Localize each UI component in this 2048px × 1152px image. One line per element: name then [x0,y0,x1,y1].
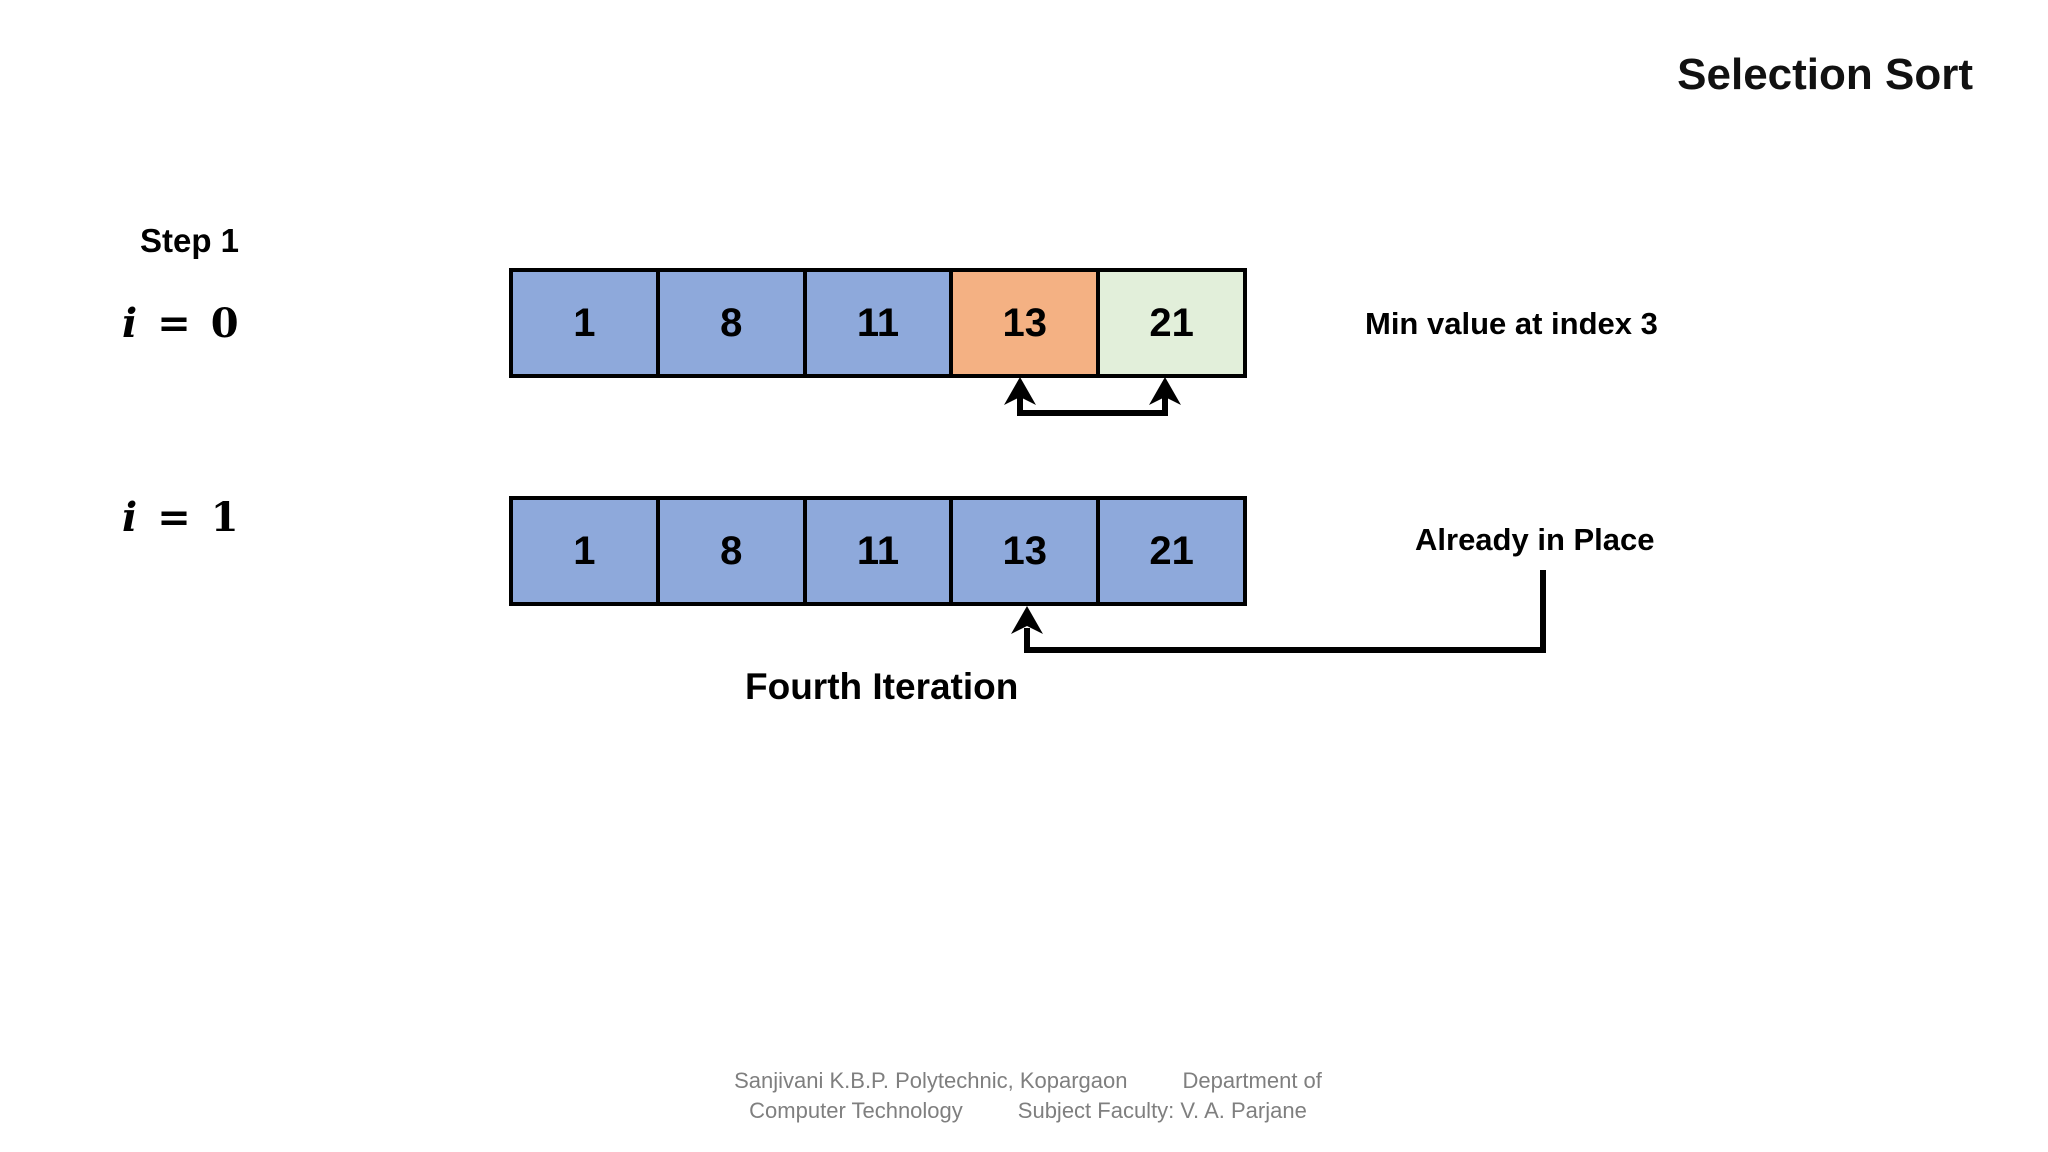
cell-r0-c0: 1 [513,272,656,374]
index-value: 1 [210,494,239,541]
step-label: Step 1 [140,222,240,259]
cell-r1-c2: 11 [802,500,950,602]
array-row-i1: 1 8 11 13 21 [509,496,1247,606]
page-title: Selection Sort [1677,50,1973,99]
cell-r0-c4: 21 [1096,272,1243,374]
index-label-i0: i = 0 [122,300,239,347]
footer-department-part: Department of [1182,1068,1322,1093]
index-value: 0 [210,300,239,347]
swap-arrowhead-left [1004,377,1036,405]
array-row-i0: 1 8 11 13 21 [509,268,1247,378]
swap-arrowhead-right [1149,377,1181,405]
cell-r1-c0: 1 [513,500,656,602]
index-label-i1: i = 1 [122,494,239,541]
cell-r0-c2: 11 [802,272,950,374]
index-variable: i [122,494,138,541]
footer-line-2: Computer Technology Subject Faculty: V. … [734,1096,1322,1126]
min-value-annotation: Min value at index 3 [1365,306,1658,341]
footer-department-part-2: Computer Technology [749,1098,963,1123]
iteration-caption: Fourth Iteration [745,666,1019,707]
swap-arrow [1004,377,1181,416]
in-place-arrowhead [1011,606,1043,634]
equals-sign: = [157,300,191,347]
footer: Sanjivani K.B.P. Polytechnic, Kopargaon … [734,1066,1322,1126]
in-place-arrow [1011,570,1546,653]
already-in-place-annotation: Already in Place [1415,522,1655,557]
cell-r0-c1: 8 [655,272,803,374]
footer-institution: Sanjivani K.B.P. Polytechnic, Kopargaon [734,1068,1128,1093]
footer-line-1: Sanjivani K.B.P. Polytechnic, Kopargaon … [734,1066,1322,1096]
cell-r0-c3: 13 [949,272,1097,374]
cell-r1-c1: 8 [655,500,803,602]
cell-r1-c3: 13 [949,500,1097,602]
equals-sign: = [157,494,191,541]
index-variable: i [122,300,138,347]
footer-faculty: Subject Faculty: V. A. Parjane [1017,1098,1307,1123]
cell-r1-c4: 21 [1096,500,1243,602]
